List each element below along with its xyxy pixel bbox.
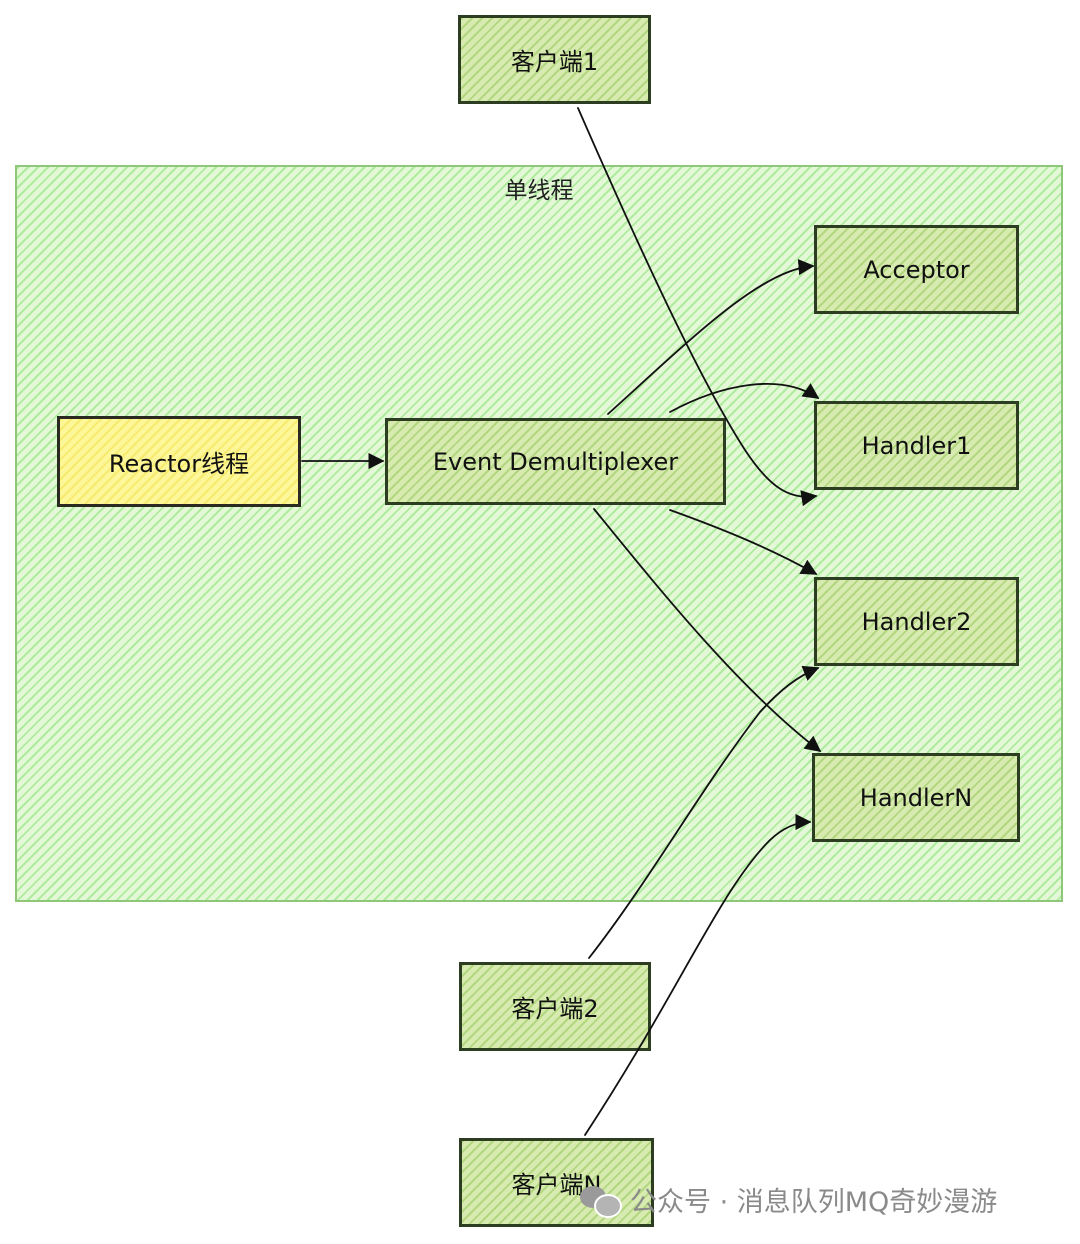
acceptor-node: Acceptor xyxy=(814,225,1019,314)
watermark-text: 公众号 · 消息队列MQ奇妙漫游 xyxy=(630,1187,998,1218)
client-2-node: 客户端2 xyxy=(459,962,651,1051)
arrow-clientn-to-handlern xyxy=(584,813,812,1136)
handler-n-label: HandlerN xyxy=(859,783,973,812)
handler-n-node: HandlerN xyxy=(812,753,1020,842)
handler-2-node: Handler2 xyxy=(814,577,1019,666)
reactor-thread-node: Reactor线程 xyxy=(57,416,301,507)
group-label: 单线程 xyxy=(504,178,574,204)
arrow-client1-to-handler1 xyxy=(577,107,818,507)
wechat-icon xyxy=(580,1184,622,1218)
client-1-node: 客户端1 xyxy=(458,15,651,104)
acceptor-label: Acceptor xyxy=(863,255,970,284)
event-demultiplexer-node: Event Demultiplexer xyxy=(385,418,726,505)
handler-1-node: Handler1 xyxy=(814,401,1019,490)
arrow-demux-to-acceptor xyxy=(607,259,815,415)
handler-1-label: Handler1 xyxy=(861,431,972,460)
event-demultiplexer-label: Event Demultiplexer xyxy=(432,447,679,476)
arrow-demux-to-handler2 xyxy=(669,509,818,575)
handler-2-label: Handler2 xyxy=(861,607,972,636)
client-1-label: 客户端1 xyxy=(510,48,599,76)
arrow-demux-to-handler1 xyxy=(669,382,820,413)
reactor-thread-label: Reactor线程 xyxy=(108,450,250,478)
arrow-client2-to-handler2 xyxy=(588,665,820,959)
client-2-label: 客户端2 xyxy=(511,995,599,1023)
arrow-demux-to-handlern xyxy=(593,508,822,752)
watermark: 公众号 · 消息队列MQ奇妙漫游 xyxy=(580,1180,997,1219)
